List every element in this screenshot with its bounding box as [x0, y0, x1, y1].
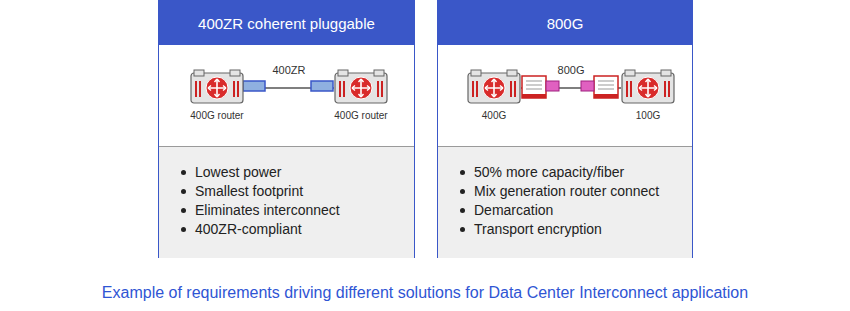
- bullet-dot: [460, 208, 465, 213]
- requirement-text: 50% more capacity/fiber: [474, 164, 624, 180]
- requirement-text: Eliminates interconnect: [195, 202, 340, 218]
- requirement-text: Smallest footprint: [195, 183, 303, 199]
- requirement-text: 400ZR-compliant: [195, 221, 302, 237]
- solution-panel: 400ZR coherent pluggableLowest powerSmal…: [158, 0, 415, 258]
- transponder: [522, 76, 559, 98]
- router-node: 400G router: [327, 69, 395, 121]
- bullet-dot: [181, 189, 186, 194]
- requirement-item: Demarcation: [458, 201, 682, 220]
- requirement-list: Lowest powerSmallest footprintEliminates…: [159, 146, 414, 258]
- router-node: 400G: [460, 69, 528, 121]
- bullet-dot: [460, 189, 465, 194]
- panel-heading: 400ZR coherent pluggable: [159, 1, 414, 45]
- requirement-text: Transport encryption: [474, 221, 602, 237]
- router-icon: [467, 69, 521, 105]
- router-node: 100G: [614, 69, 682, 121]
- router-node: 400G router: [183, 69, 251, 121]
- requirement-item: Eliminates interconnect: [179, 201, 404, 220]
- router-icon: [621, 69, 675, 105]
- requirement-list: 50% more capacity/fiberMix generation ro…: [438, 146, 692, 258]
- bullet-dot: [181, 208, 186, 213]
- router-label: 100G: [614, 110, 682, 121]
- transponder: [581, 76, 618, 98]
- requirement-item: 400ZR-compliant: [179, 220, 404, 239]
- pluggable-module: [311, 81, 333, 91]
- bullet-dot: [460, 170, 465, 175]
- requirement-text: Demarcation: [474, 202, 553, 218]
- requirement-item: Smallest footprint: [179, 182, 404, 201]
- requirement-item: 50% more capacity/fiber: [458, 163, 682, 182]
- bullet-dot: [460, 227, 465, 232]
- bullet-dot: [181, 227, 186, 232]
- router-icon: [334, 69, 388, 105]
- router-icon: [190, 69, 244, 105]
- requirement-text: Mix generation router connect: [474, 183, 659, 199]
- figure-caption: Example of requirements driving differen…: [0, 284, 850, 302]
- router-label: 400G router: [327, 110, 395, 121]
- router-label: 400G: [460, 110, 528, 121]
- link-label: 800G: [556, 64, 587, 76]
- link-label: 400ZR: [270, 64, 307, 76]
- pluggable-module: [243, 81, 265, 91]
- bullet-dot: [181, 170, 186, 175]
- requirement-text: Lowest power: [195, 164, 281, 180]
- requirement-item: Transport encryption: [458, 220, 682, 239]
- requirement-item: Lowest power: [179, 163, 404, 182]
- requirement-item: Mix generation router connect: [458, 182, 682, 201]
- panel-heading: 800G: [438, 1, 692, 45]
- router-label: 400G router: [183, 110, 251, 121]
- solution-panel: 800G 50% more capacity/fiberMix generatio…: [437, 0, 693, 258]
